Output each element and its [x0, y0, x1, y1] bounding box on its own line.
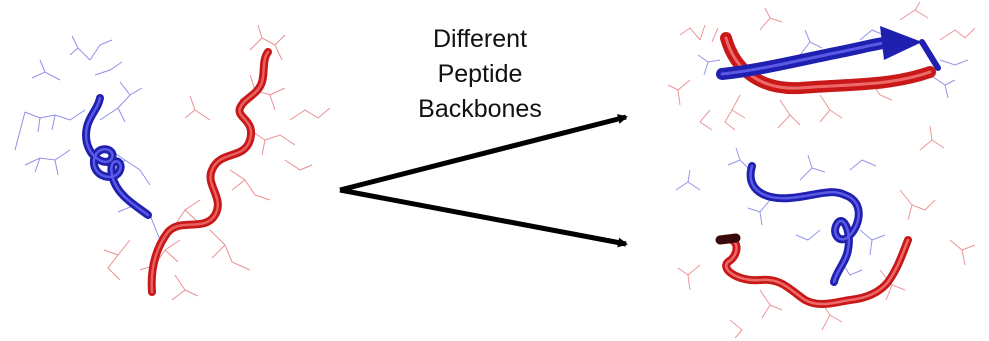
arrow-to-top-structure — [340, 117, 626, 190]
arrow-to-bottom-structure — [340, 190, 626, 244]
top-blue-strand-arrowhead — [880, 26, 922, 60]
caption-line-2: Peptide — [380, 57, 580, 92]
bottom-red-backbone — [724, 239, 908, 304]
caption-line-1: Different — [380, 22, 580, 57]
bottom-red-terminal — [720, 238, 736, 240]
diagram-caption: Different Peptide Backbones — [380, 22, 580, 127]
output-top-structure — [668, 2, 975, 130]
caption-line-3: Backbones — [380, 92, 580, 127]
input-peptide-structure — [15, 25, 330, 300]
bottom-red-backbone-highlight — [724, 239, 908, 304]
input-red-backbone — [152, 52, 268, 292]
branch-arrows — [340, 117, 626, 244]
bottom-blue-sidechains — [676, 148, 885, 275]
top-red-sidechains — [668, 2, 975, 130]
output-bottom-structure — [676, 126, 975, 338]
top-blue-tail — [922, 42, 938, 68]
